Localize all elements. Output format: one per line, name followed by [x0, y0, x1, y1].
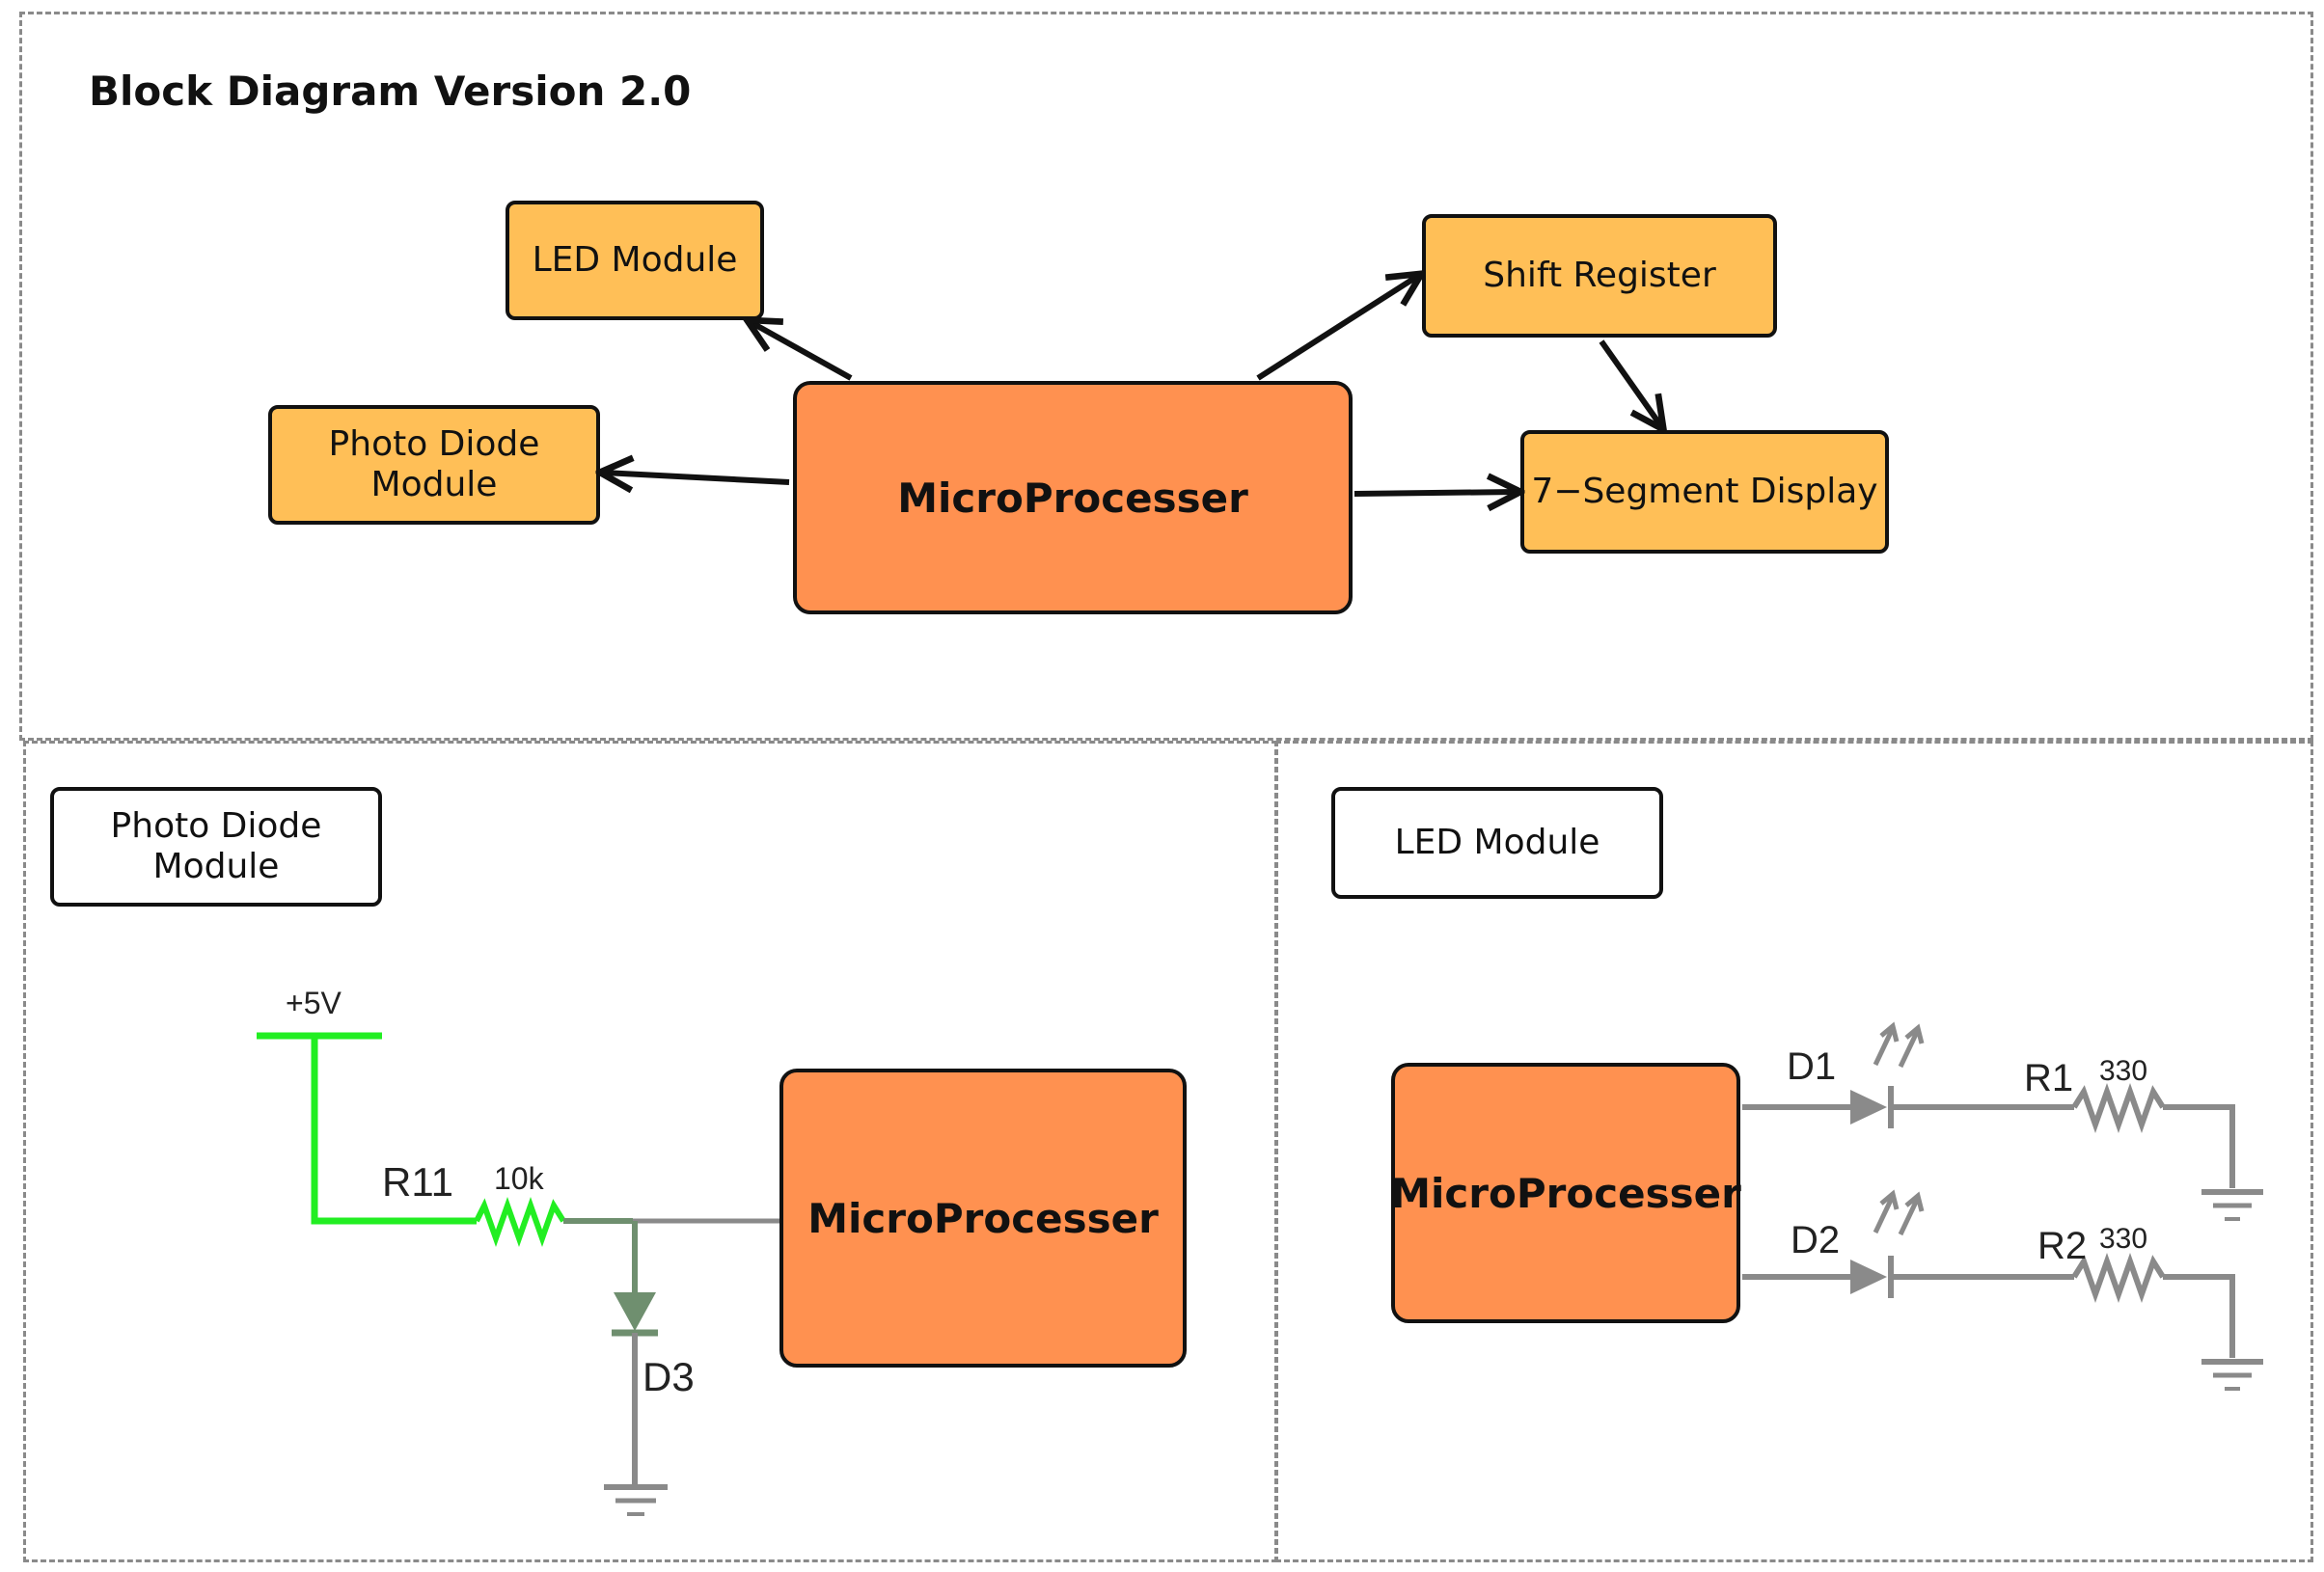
r1-label: R1 — [2024, 1057, 2074, 1099]
d1-label: D1 — [1787, 1045, 1837, 1088]
led-panel — [1275, 741, 2313, 1562]
page-title: Block Diagram Version 2.0 — [89, 68, 692, 115]
led-heading: LED Module — [1331, 787, 1663, 899]
supply-label: +5V — [286, 986, 342, 1020]
led-panel-microprocessor: MicroProcesser — [1390, 1063, 1741, 1323]
led-module-block: LED Module — [506, 201, 764, 320]
r2-label: R2 — [2037, 1225, 2088, 1267]
photo-diode-heading: Photo Diode Module — [50, 787, 382, 907]
microprocessor-block: MicroProcesser — [793, 381, 1353, 614]
photo-diode-module-block: Photo Diode Module — [268, 405, 600, 525]
r11-label: R11 — [382, 1159, 453, 1205]
r1-value: 330 — [2099, 1055, 2148, 1087]
photo-panel-microprocessor: MicroProcesser — [779, 1069, 1187, 1368]
top-panel — [19, 12, 2313, 741]
d2-label: D2 — [1791, 1219, 1841, 1261]
r2-value: 330 — [2099, 1223, 2148, 1255]
shift-register-block: Shift Register — [1422, 214, 1777, 338]
r11-value: 10k — [494, 1161, 544, 1196]
d3-label: D3 — [643, 1354, 695, 1399]
seven-segment-block: 7−Segment Display — [1520, 430, 1889, 554]
